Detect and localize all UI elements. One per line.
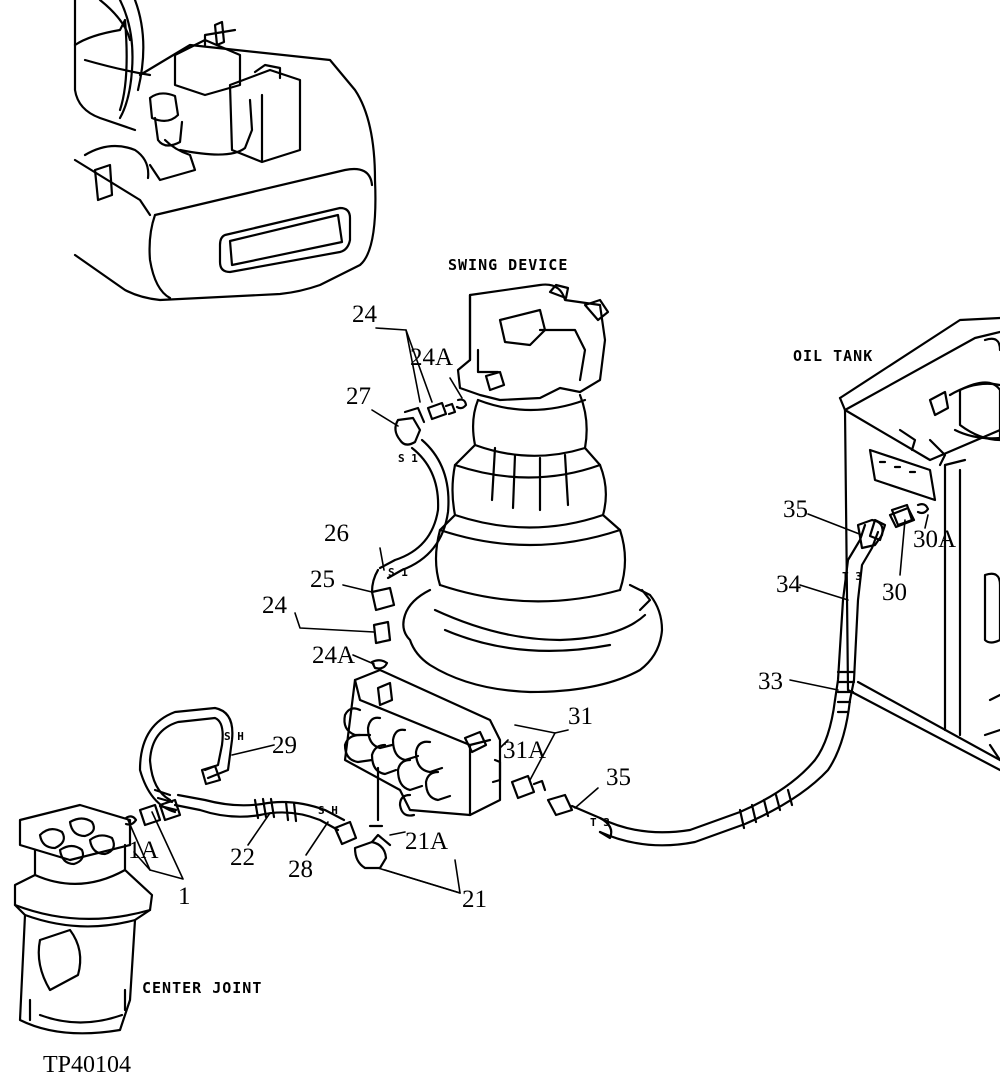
- callout-34: 34: [776, 571, 801, 598]
- callout-26: 26: [324, 520, 349, 547]
- callout-30a: 30A: [913, 526, 957, 553]
- caption-center-joint: CENTER JOINT: [142, 979, 263, 997]
- hose-mark-sh-upper: S H: [224, 730, 244, 743]
- control-valve-drawing: [343, 668, 502, 828]
- callout-30: 30: [882, 579, 907, 606]
- leader-lines: [127, 327, 929, 894]
- figure-id: TP40104: [43, 1052, 132, 1078]
- callout-21a: 21A: [405, 828, 449, 855]
- oil-tank-drawing: [838, 316, 1000, 772]
- callout-1: 1: [178, 883, 191, 910]
- callout-28: 28: [288, 856, 313, 883]
- callout-24a-mid: 24A: [312, 642, 356, 669]
- hose-mark-t3-valve: T 3: [590, 816, 610, 829]
- hose-mark-s1-upper: S 1: [398, 452, 418, 465]
- caption-oil-tank: OIL TANK: [793, 347, 874, 365]
- hose-mark-s1-lower: S 1: [388, 566, 408, 579]
- swing-device-drawing: [402, 283, 664, 694]
- callout-35-low: 35: [606, 764, 631, 791]
- callout-31: 31: [568, 703, 593, 730]
- caption-swing-device: SWING DEVICE: [448, 256, 569, 274]
- callout-24-mid: 24: [262, 592, 287, 619]
- callout-22: 22: [230, 844, 255, 871]
- hoses-and-fittings: [124, 398, 1000, 870]
- callout-29: 29: [272, 732, 297, 759]
- callout-31a: 31A: [503, 737, 547, 764]
- cab-counterweight-drawing: [73, 0, 377, 302]
- callout-27: 27: [346, 383, 371, 410]
- callout-24a-top: 24A: [410, 344, 454, 371]
- hose-mark-t3-tank: T 3: [842, 570, 862, 583]
- center-joint-drawing: [13, 803, 154, 1035]
- callout-33: 33: [758, 668, 783, 695]
- callout-25: 25: [310, 566, 335, 593]
- callout-21: 21: [462, 886, 487, 913]
- hose-mark-sh-lower: S H: [318, 804, 338, 817]
- callout-1a: 1A: [128, 837, 159, 864]
- callout-35-high: 35: [783, 496, 808, 523]
- callout-24-top: 24: [352, 301, 377, 328]
